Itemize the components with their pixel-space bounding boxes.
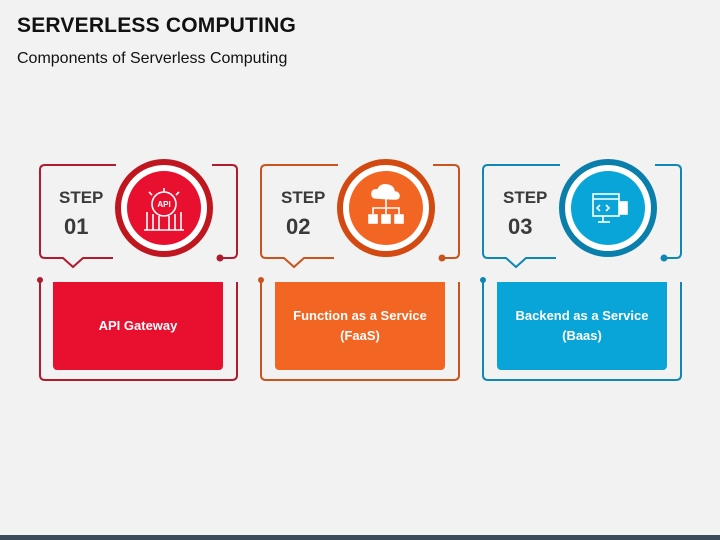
api-gateway-icon <box>144 188 184 231</box>
cloud-network-icon <box>368 184 404 224</box>
step-panel-2: Function as a Service (FaaS) <box>275 282 445 370</box>
page-subtitle: Components of Serverless Computing <box>17 50 288 67</box>
step-label-1: STEP <box>59 188 104 207</box>
step-number-2: 02 <box>286 214 311 239</box>
step-label-2: STEP <box>281 188 326 207</box>
step-panel-3: Backend as a Service (Baas) <box>497 282 667 370</box>
page-title: SERVERLESS COMPUTING <box>17 14 296 37</box>
step-label-3: STEP <box>503 188 548 207</box>
step-number-1: 01 <box>64 214 89 239</box>
step-panel-1: API Gateway <box>53 282 223 370</box>
step-number-3: 03 <box>508 214 533 239</box>
svg-text:API: API <box>157 200 170 209</box>
web-code-icon <box>592 193 628 223</box>
bottom-accent-bar <box>0 535 720 540</box>
